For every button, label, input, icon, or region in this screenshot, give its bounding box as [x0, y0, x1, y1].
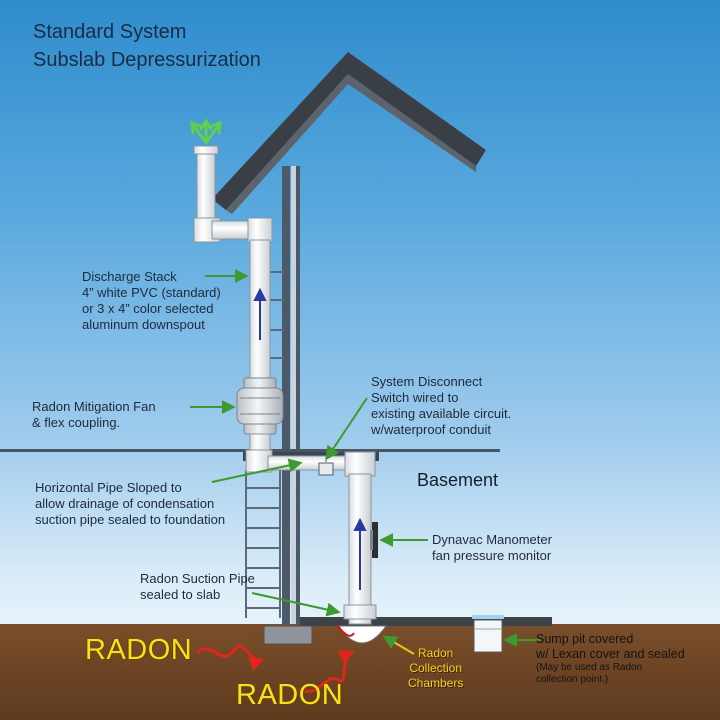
radon-fan — [236, 377, 284, 435]
label-basement: Basement — [417, 470, 499, 490]
label-radon-top: RADON — [85, 634, 193, 666]
diagram-title: Standard System — [33, 21, 187, 43]
label-system-disconnect: System Disconnect Switch wired to existi… — [371, 374, 512, 437]
pointer-arrows — [190, 269, 540, 655]
house-roof — [212, 52, 486, 214]
pointer-suction-pipe — [251, 592, 341, 617]
label-sump-pit: Sump pit covered w/ Lexan cover and seal… — [536, 632, 685, 685]
pointer-collection-chamber — [382, 635, 415, 655]
sump-pit — [472, 615, 504, 653]
disconnect-switch-box — [318, 457, 334, 476]
house-wall — [282, 166, 300, 624]
wall-ladder — [245, 470, 281, 618]
label-collection-chambers: Radon Collection Chambers — [408, 646, 464, 690]
radon-path-arrows — [196, 644, 355, 694]
airflow-up-arrow-icon — [253, 287, 367, 590]
label-mitigation-fan: Radon Mitigation Fan & flex coupling. — [32, 399, 156, 430]
pointer-disconnect — [325, 397, 368, 461]
collection-chamber — [337, 625, 387, 644]
pointer-horizontal-pipe — [211, 458, 303, 483]
label-discharge-stack: Discharge Stack 4” white PVC (standard) … — [82, 269, 221, 332]
diagram-subtitle: Subslab Depressurization — [33, 49, 261, 71]
label-manometer: Dynavac Manometer fan pressure monitor — [432, 532, 552, 563]
manometer-device — [370, 522, 378, 558]
vent-arrows-icon — [190, 118, 222, 145]
label-horizontal-pipe: Horizontal Pipe Sloped to allow drainage… — [35, 480, 226, 527]
label-suction-pipe: Radon Suction Pipe sealed to slab — [140, 571, 255, 602]
lower-stack-pipe — [245, 433, 273, 473]
label-radon-bottom: RADON — [236, 679, 344, 711]
concrete-slab — [263, 617, 552, 645]
